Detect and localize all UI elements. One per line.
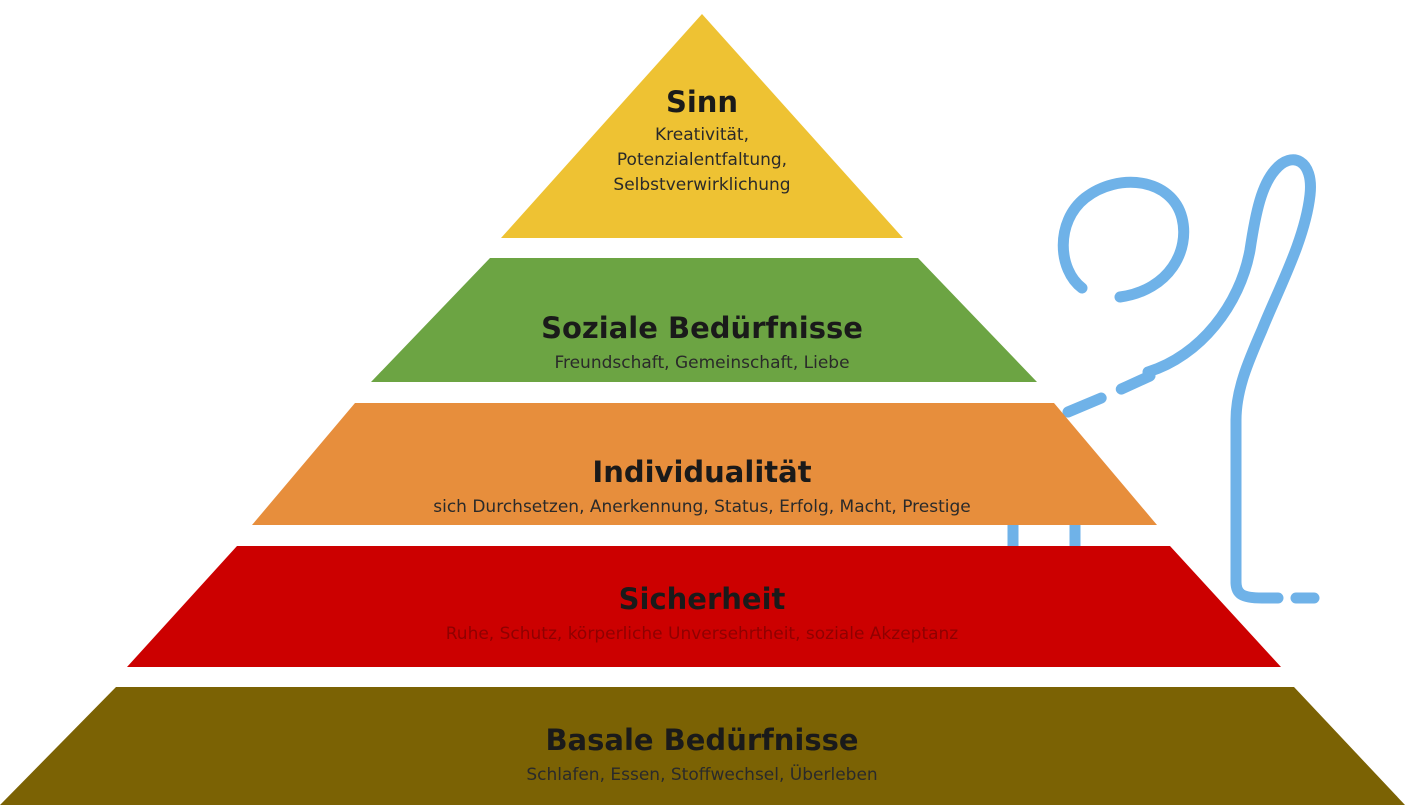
tier-shape bbox=[0, 687, 1405, 805]
tier-description-line: Kreativität, bbox=[655, 125, 749, 145]
tier-description-line: sich Durchsetzen, Anerkennung, Status, E… bbox=[433, 497, 971, 517]
tier-title: Individualität bbox=[592, 455, 811, 489]
person-head bbox=[1057, 176, 1190, 303]
tier-shape bbox=[501, 14, 903, 238]
tier-description-line: Schlafen, Essen, Stoffwechsel, Überleben bbox=[526, 763, 877, 785]
tier-description-line: Selbstverwirklichung bbox=[613, 175, 790, 195]
person-leg bbox=[1230, 576, 1284, 604]
tier-description-line: Freundschaft, Gemeinschaft, Liebe bbox=[554, 353, 849, 373]
tier-shape bbox=[127, 546, 1281, 667]
climbing-person-icon bbox=[1007, 154, 1320, 604]
tier-title: Sinn bbox=[666, 85, 738, 119]
tier-title: Soziale Bedürfnisse bbox=[541, 311, 863, 345]
tier-title: Sicherheit bbox=[619, 582, 786, 616]
person-shoulder-dashes bbox=[1062, 370, 1156, 418]
tier-shape bbox=[252, 403, 1157, 525]
tier-description-line: Potenzialentfaltung, bbox=[617, 150, 787, 170]
tier-shape bbox=[371, 258, 1037, 382]
tier-title: Basale Bedürfnisse bbox=[545, 723, 858, 757]
tier-individualitaet: Individualität sich Durchsetzen, Anerkenn… bbox=[252, 403, 1157, 525]
tier-description-line: Ruhe, Schutz, körperliche Unversehrtheit… bbox=[446, 624, 959, 644]
person-raised-arm bbox=[1142, 154, 1316, 588]
